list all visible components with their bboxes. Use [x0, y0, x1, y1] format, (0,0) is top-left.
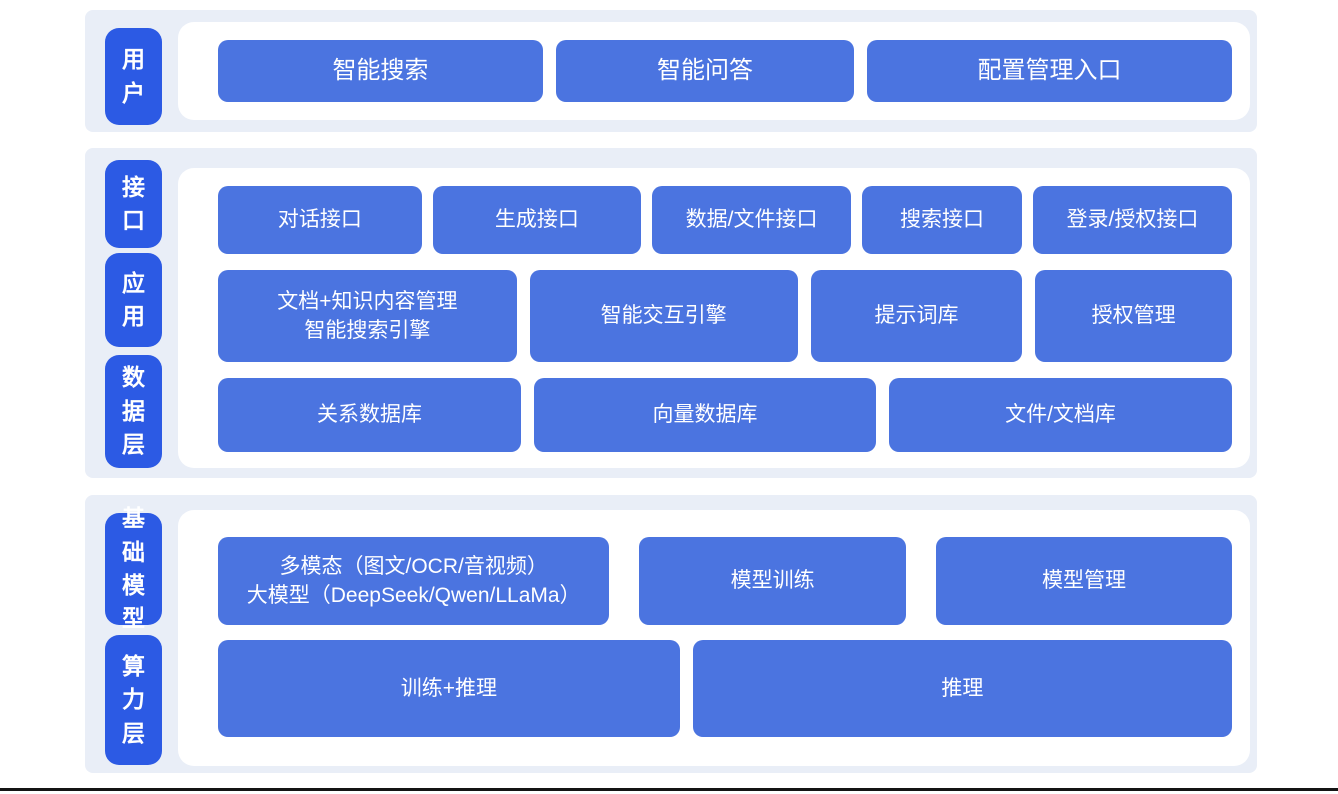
- box-config-management-entry: 配置管理入口: [867, 40, 1232, 102]
- box-dialog-api: 对话接口: [218, 186, 422, 254]
- layer-label-data: 数据层: [105, 355, 162, 468]
- box-login-auth-api: 登录/授权接口: [1032, 186, 1232, 254]
- box-search-api: 搜索接口: [862, 186, 1022, 254]
- box-inference: 推理: [692, 640, 1232, 737]
- layer-label-compute: 算力层: [105, 635, 162, 765]
- layer-label-user: 用户: [105, 28, 162, 125]
- box-prompt-library: 提示词库: [810, 270, 1023, 362]
- box-training-inference: 训练+推理: [218, 640, 680, 737]
- box-smart-interaction-engine: 智能交互引擎: [529, 270, 798, 362]
- architecture-diagram: 用户 智能搜索 智能问答 配置管理入口 接口 应用 数据层 对话接口: [0, 10, 1338, 794]
- box-auth-management: 授权管理: [1035, 270, 1232, 362]
- box-doc-knowledge-search-engine: 文档+知识内容管理 智能搜索引擎: [218, 270, 517, 362]
- layer-label-data-text: 数据层: [121, 364, 145, 458]
- row-applications: 文档+知识内容管理 智能搜索引擎 智能交互引擎 提示词库 授权管理: [218, 270, 1232, 362]
- bottom-rule: [0, 788, 1338, 791]
- row-models: 多模态（图文/OCR/音视频） 大模型（DeepSeek/Qwen/LLaMa）…: [218, 537, 1233, 625]
- layer-label-user-text: 用户: [121, 46, 145, 106]
- box-smart-qa: 智能问答: [555, 40, 855, 102]
- box-model-management: 模型管理: [935, 537, 1233, 625]
- layer-label-compute-text: 算力层: [121, 652, 145, 746]
- layer-label-application-text: 应用: [121, 269, 145, 329]
- box-data-file-api: 数据/文件接口: [651, 186, 852, 254]
- box-smart-search: 智能搜索: [218, 40, 543, 102]
- layer-band-user: 用户 智能搜索 智能问答 配置管理入口: [85, 10, 1257, 132]
- row-interfaces: 对话接口 生成接口 数据/文件接口 搜索接口 登录/授权接口: [218, 186, 1232, 254]
- box-vector-db: 向量数据库: [534, 378, 877, 452]
- box-generation-api: 生成接口: [432, 186, 641, 254]
- layer-label-interface: 接口: [105, 160, 162, 248]
- layer-label-interface-text: 接口: [121, 173, 145, 233]
- box-file-doc-store: 文件/文档库: [889, 378, 1232, 452]
- box-relational-db: 关系数据库: [218, 378, 522, 452]
- box-multimodal-llm: 多模态（图文/OCR/音视频） 大模型（DeepSeek/Qwen/LLaMa）: [218, 537, 610, 625]
- layer-label-application: 应用: [105, 253, 162, 347]
- label-column-middle: 接口 应用 数据层: [85, 148, 178, 478]
- layer-band-bottom: 基础模型 算力层 多模态（图文/OCR/音视频） 大模型（DeepSeek/Qw…: [85, 495, 1257, 773]
- row-user-entries: 智能搜索 智能问答 配置管理入口: [218, 40, 1232, 102]
- label-column-bottom: 基础模型 算力层: [85, 495, 178, 773]
- panel-user: 智能搜索 智能问答 配置管理入口: [178, 22, 1250, 120]
- layer-label-foundation-model-text: 基础模型: [121, 505, 145, 632]
- row-data-stores: 关系数据库 向量数据库 文件/文档库: [218, 378, 1232, 452]
- panel-bottom: 多模态（图文/OCR/音视频） 大模型（DeepSeek/Qwen/LLaMa）…: [178, 510, 1250, 766]
- box-model-training: 模型训练: [639, 537, 906, 625]
- panel-middle: 对话接口 生成接口 数据/文件接口 搜索接口 登录/授权接口 文档+知识内容管理…: [178, 168, 1250, 468]
- layer-band-middle: 接口 应用 数据层 对话接口 生成接口 数据/文件接口 搜索接口 登录/授权接口…: [85, 148, 1257, 478]
- layer-label-foundation-model: 基础模型: [105, 505, 162, 631]
- label-column-user: 用户: [85, 10, 178, 132]
- row-compute: 训练+推理 推理: [218, 640, 1232, 737]
